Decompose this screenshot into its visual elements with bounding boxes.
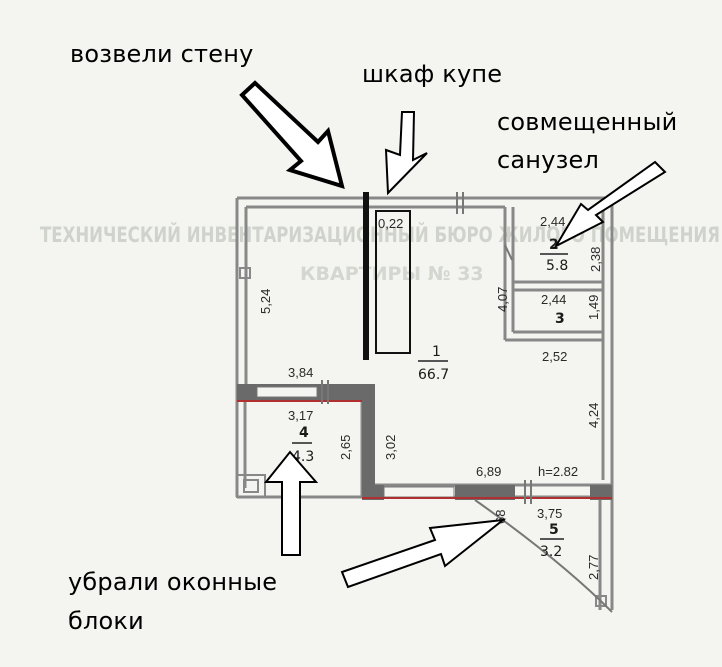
dim-2-65: 2,65	[338, 435, 353, 460]
entrance-arrow-icon	[340, 518, 507, 589]
room-2-number: 2	[549, 237, 559, 253]
dim-5-24: 5,24	[258, 289, 273, 314]
watermark-line1: ТЕХНИЧЕСКИЙ ИНВЕНТАРИЗАЦИОННЫЙ БЮРО ЖИЛО…	[40, 222, 720, 247]
annotation-bathroom-line1: совмещенный	[497, 108, 678, 136]
bathroom-arrow-icon	[553, 160, 667, 249]
room-3-number: 3	[555, 311, 565, 327]
dim-3-02: 3,02	[383, 435, 398, 460]
dim-2-38: 2,38	[588, 247, 603, 272]
window-wall	[237, 384, 612, 500]
watermark-line2: КВАРТИРЫ № 33	[300, 263, 484, 285]
annotation-windows-line1: убрали оконные	[68, 568, 278, 596]
dim-2-44-mid: 2,44	[541, 292, 566, 307]
annotation-arrows	[239, 80, 667, 589]
dim-2-77: 2,77	[586, 555, 601, 580]
dim-3-17: 3,17	[288, 408, 313, 423]
annotation-wardrobe: шкаф купе	[362, 60, 503, 88]
dimension-labels: 0,22 5,24 2,44 2,38 4,07 2,44 1,49 2,52 …	[258, 214, 603, 580]
wall-arrow-icon	[239, 80, 345, 189]
room-4-number: 4	[299, 425, 309, 441]
annotation-bathroom-line2: санузел	[497, 146, 600, 174]
room-labels: 1 66.7 2 5.8 3 4 4.3 5 3.2	[292, 237, 568, 560]
room-5-area: 3.2	[540, 544, 562, 560]
door-swing-arc	[474, 499, 613, 613]
dim-2-44-top: 2,44	[540, 214, 565, 229]
annotation-wall-built: возвели стену	[70, 40, 254, 68]
room-1-number: 1	[432, 344, 441, 360]
dim-4-24: 4,24	[586, 403, 601, 428]
annotation-windows-line2: блоки	[68, 607, 144, 635]
walls	[235, 196, 614, 610]
room-2-area: 5.8	[546, 258, 568, 274]
dim-h: h=2.82	[538, 464, 578, 479]
dim-1-49: 1,49	[586, 295, 601, 320]
wardrobe-box	[375, 210, 411, 354]
dim-2-52: 2,52	[542, 349, 567, 364]
balcony-arrow-icon	[263, 450, 319, 556]
dim-4-07: 4,07	[495, 287, 510, 312]
dim-3-84: 3,84	[288, 365, 313, 380]
dim-3-75: 3,75	[537, 506, 562, 521]
room-1-area: 66.7	[418, 367, 449, 383]
dim-0-22: 0,22	[378, 216, 403, 231]
room-5-number: 5	[549, 522, 559, 538]
dim-6-89: 6,89	[476, 464, 501, 479]
door-marks	[321, 192, 532, 504]
wardrobe-arrow-icon	[384, 111, 428, 196]
